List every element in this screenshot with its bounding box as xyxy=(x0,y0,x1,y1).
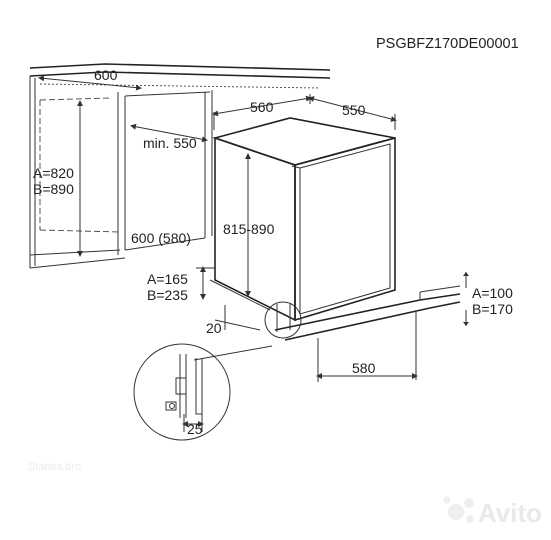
appliance-body xyxy=(212,117,396,322)
svg-text:600 (580): 600 (580) xyxy=(131,230,191,246)
cabinet-niche xyxy=(29,63,331,269)
svg-text:A=820: A=820 xyxy=(33,165,74,181)
dimension-door-offset: 20 xyxy=(206,305,261,336)
plinth-board xyxy=(274,285,461,341)
svg-text:A=100: A=100 xyxy=(472,285,513,301)
dimension-appliance-depth: 550 xyxy=(308,96,397,130)
dimension-niche-width: min. 550 xyxy=(130,123,208,151)
dimension-base-depth: 580 xyxy=(316,312,418,382)
hinge-detail: 25 xyxy=(133,343,231,441)
svg-text:25: 25 xyxy=(187,421,203,437)
svg-text:min. 550: min. 550 xyxy=(143,135,197,151)
svg-text:Avito: Avito xyxy=(478,498,542,528)
avito-logo: Avito xyxy=(443,496,542,528)
dimension-plinth: A=165 B=235 xyxy=(147,266,271,311)
dimension-appliance-width: 560 xyxy=(212,94,312,130)
hinge-marker xyxy=(193,301,302,361)
svg-text:B=235: B=235 xyxy=(147,287,188,303)
svg-text:580: 580 xyxy=(352,360,376,376)
dimension-niche-depth: 600 (580) xyxy=(131,230,191,246)
svg-text:A=165: A=165 xyxy=(147,271,188,287)
dimension-cabinet-depth: 600 xyxy=(38,67,142,91)
svg-text:815-890: 815-890 xyxy=(223,221,275,237)
svg-text:560: 560 xyxy=(250,99,274,115)
dimension-cabinet-height: A=820 B=890 xyxy=(33,100,83,257)
svg-text:550: 550 xyxy=(342,102,366,118)
drawing-code: PSGBFZ170DE00001 xyxy=(376,36,519,52)
svg-text:B=890: B=890 xyxy=(33,181,74,197)
svg-text:B=170: B=170 xyxy=(472,301,513,317)
svg-text:Stattes.bro: Stattes.bro xyxy=(28,461,81,473)
dimension-niche-height: 815-890 xyxy=(223,153,275,297)
dimension-plinth-height: A=100 B=170 xyxy=(463,272,513,326)
svg-text:20: 20 xyxy=(206,320,222,336)
watermark: Stattes.bro Avito xyxy=(28,461,542,528)
svg-text:600: 600 xyxy=(94,67,118,83)
